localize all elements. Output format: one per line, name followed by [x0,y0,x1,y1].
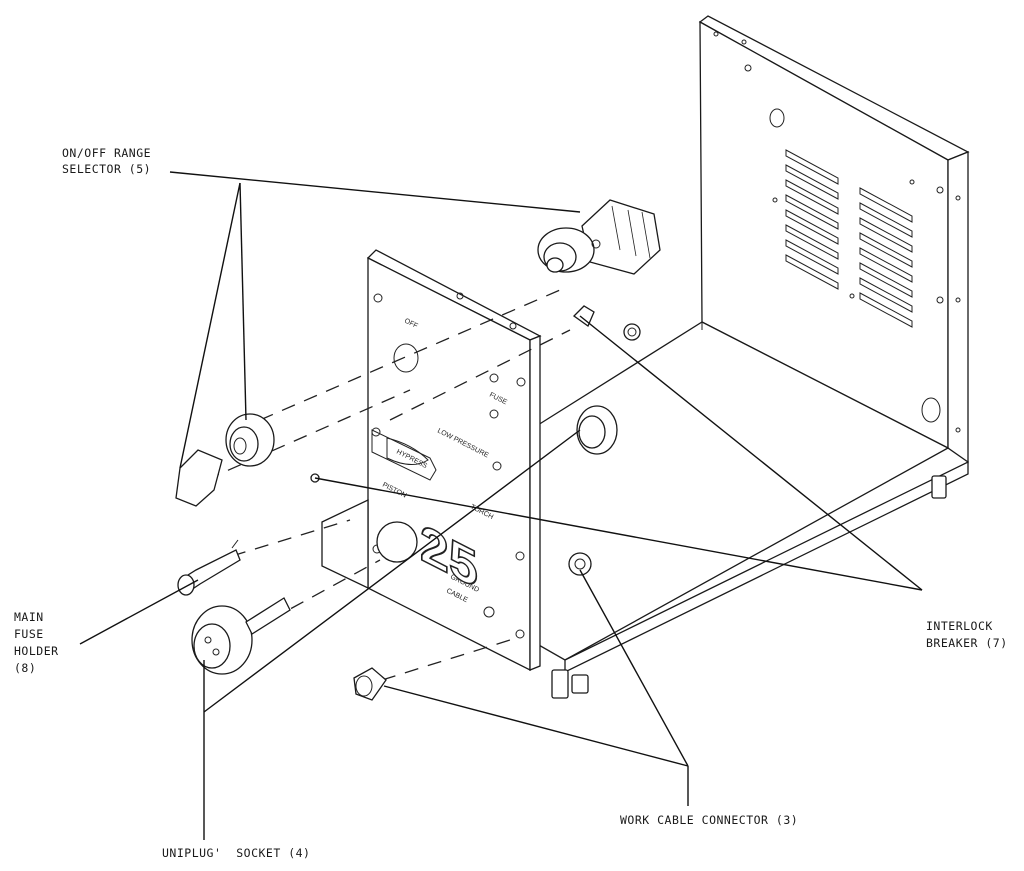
fuse-holder-label-1: MAIN [14,610,44,624]
interlock-breaker-part [572,305,641,341]
range-selector-label-1: ON/OFF RANGE [62,146,151,160]
range-selector-switch [537,199,661,275]
fuse-holder-label-4: (8) [14,661,36,675]
ring-nut [576,405,618,455]
selector-knob [175,413,275,507]
work-cable-label: WORK CABLE CONNECTOR (3) [620,813,798,827]
fuse-holder-label-2: FUSE [14,627,44,641]
fuse-holder-part [177,539,241,596]
front-panel: HYPRESS OFF FUSE LOW PRESSURE PISTON TOR… [321,249,542,672]
interlock-label-1: INTERLOCK [926,619,993,633]
louver-vents-right [859,187,913,328]
cabinet-enclosure [351,15,970,699]
work-cable-nut [568,552,592,576]
callout-labels: ON/OFF RANGE SELECTOR (5) MAIN FUSE HOLD… [14,146,1008,860]
uniplug-socket-part [191,597,291,675]
fuse-holder-label-3: HOLDER [14,644,59,658]
leader-lines [79,171,923,840]
interlock-label-2: BREAKER (7) [926,636,1008,650]
louver-vents-left [785,149,839,290]
uniplug-socket-label: UNIPLUG' SOCKET (4) [162,846,310,860]
assembly-lines [205,289,571,681]
work-cable-connector-part [353,667,387,701]
range-selector-label-2: SELECTOR (5) [62,162,151,176]
